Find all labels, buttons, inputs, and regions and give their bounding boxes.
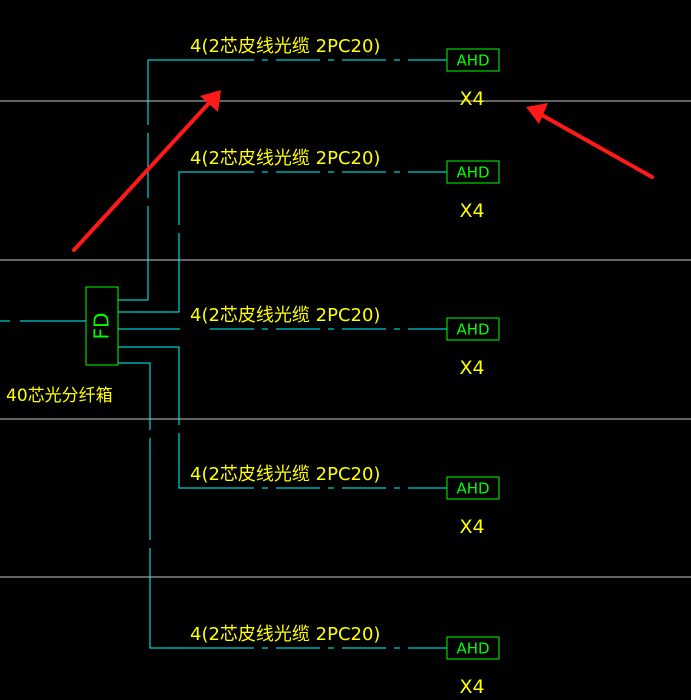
- terminal-box[interactable]: AHD: [446, 160, 500, 184]
- cable-rows: 4(2芯皮线光缆 2PC20) AHD X4 4(2芯皮线光缆 2PC20) AHD X4…: [190, 36, 500, 698]
- terminal-box[interactable]: AHD: [446, 476, 500, 500]
- annotation-arrow-left: [72, 90, 221, 252]
- terminal-quantity: X4: [459, 676, 484, 698]
- terminal-quantity: X4: [459, 357, 484, 379]
- cable-row: 4(2芯皮线光缆 2PC20) AHD X4: [190, 624, 500, 698]
- cable-spec-label: 4(2芯皮线光缆 2PC20): [190, 305, 380, 326]
- terminal-box-frame: [446, 636, 500, 660]
- terminal-quantity: X4: [459, 516, 484, 538]
- terminal-box-frame: [446, 48, 500, 72]
- floor-dividers: [0, 100, 691, 578]
- cable-route-4: [118, 346, 210, 489]
- annotation-arrow-right: [526, 103, 654, 179]
- terminal-code: AHD: [456, 321, 489, 339]
- cable-spec-label: 4(2芯皮线光缆 2PC20): [190, 464, 380, 485]
- cable-routes: [118, 59, 210, 649]
- cable-route-5: [118, 362, 210, 649]
- terminal-code: AHD: [456, 640, 489, 658]
- cable-row: 4(2芯皮线光缆 2PC20) AHD X4: [190, 464, 500, 538]
- terminal-box-frame: [446, 476, 500, 500]
- terminal-box[interactable]: AHD: [446, 48, 500, 72]
- terminal-code: AHD: [456, 164, 489, 182]
- distribution-box-caption: 40芯光分纤箱: [6, 386, 113, 406]
- cable-spec-label: 4(2芯皮线光缆 2PC20): [190, 624, 380, 645]
- terminal-box-frame: [446, 317, 500, 341]
- terminal-box[interactable]: AHD: [446, 317, 500, 341]
- cable-route-2: [118, 171, 210, 313]
- distribution-box-code: FD: [90, 313, 114, 340]
- distribution-box-frame: [85, 286, 119, 366]
- cable-row: 4(2芯皮线光缆 2PC20) AHD X4: [190, 36, 500, 110]
- terminal-box[interactable]: AHD: [446, 636, 500, 660]
- terminal-code: AHD: [456, 52, 489, 70]
- linetype-gaps: [146, 125, 181, 548]
- terminal-quantity: X4: [459, 88, 484, 110]
- terminal-box-frame: [446, 160, 500, 184]
- cable-spec-label: 4(2芯皮线光缆 2PC20): [190, 148, 380, 169]
- annotation-arrows: [72, 90, 654, 252]
- terminal-code: AHD: [456, 480, 489, 498]
- distribution-box[interactable]: FD: [85, 286, 119, 366]
- terminal-quantity: X4: [459, 200, 484, 222]
- cable-row: 4(2芯皮线光缆 2PC20) AHD X4: [190, 148, 500, 222]
- cable-row: 4(2芯皮线光缆 2PC20) AHD X4: [190, 305, 500, 379]
- cable-route-1: [118, 59, 210, 301]
- cable-spec-label: 4(2芯皮线光缆 2PC20): [190, 36, 380, 57]
